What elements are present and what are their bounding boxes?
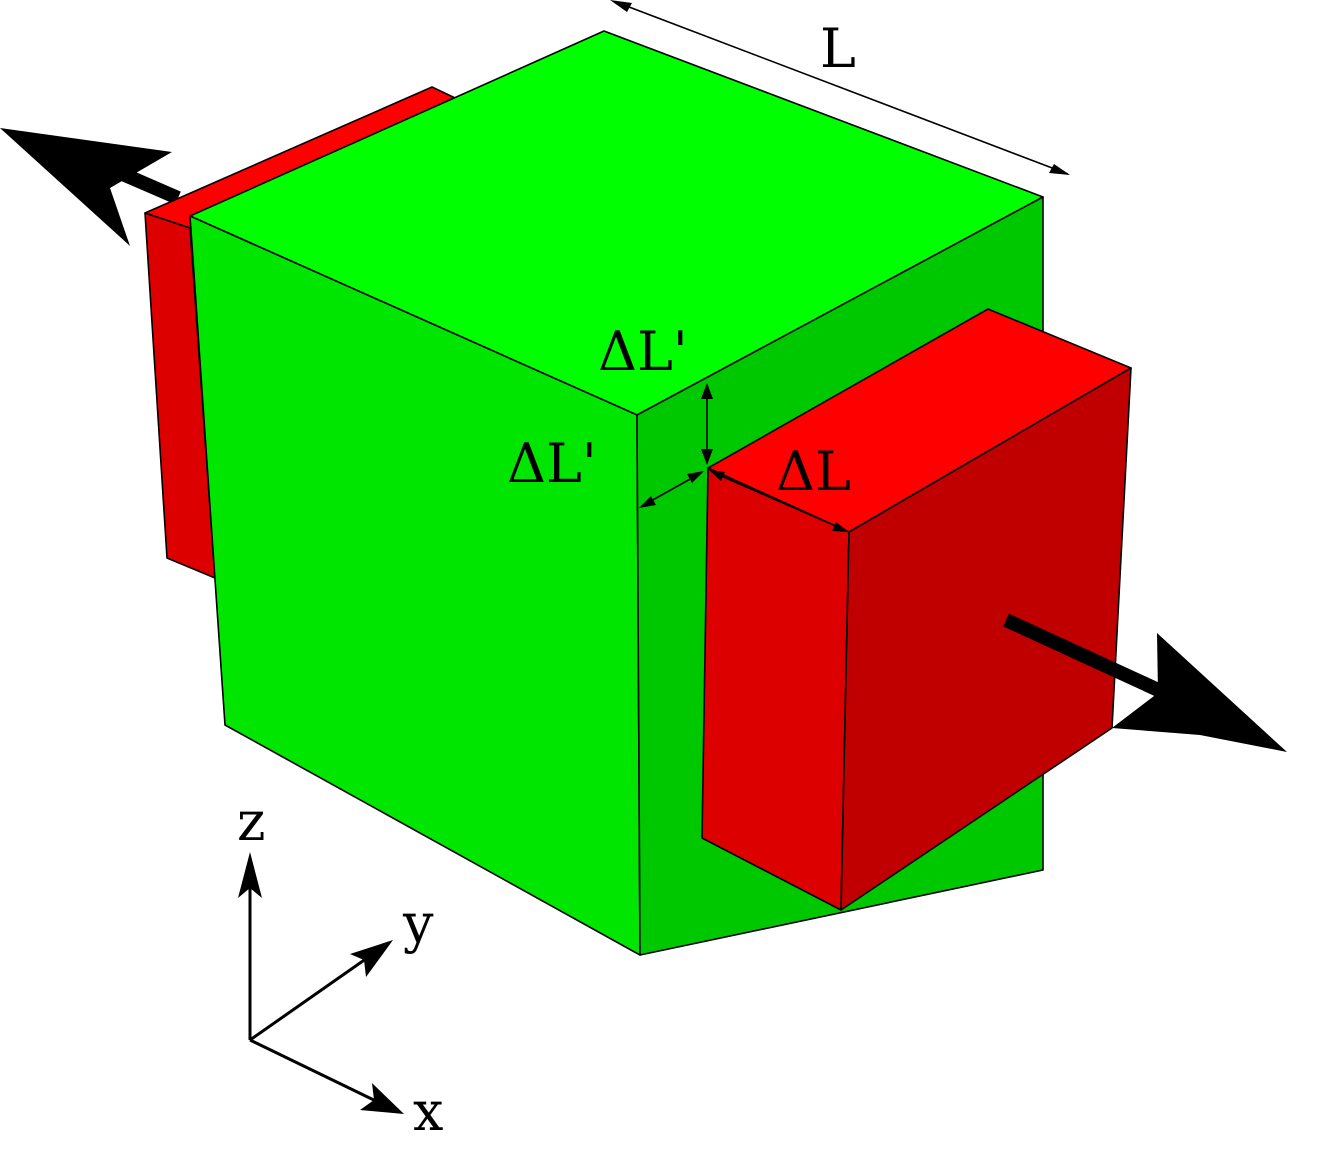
label-delta-L-prime-side: ΔL': [507, 432, 597, 495]
back-red-block: [144, 86, 473, 579]
dimension-delta-L-line: [711, 471, 846, 531]
label-delta-L: ΔL: [776, 440, 851, 503]
label-L: L: [820, 17, 856, 80]
dimension-delta-L-arrowhead-start: [709, 470, 725, 481]
x-axis-line: [249, 1038, 381, 1105]
dimension-delta-L-prime-vertical: [701, 383, 713, 465]
dimension-vertical-arrowhead-top: [701, 383, 713, 399]
dimension-L: [610, 0, 1070, 175]
y-axis-arrowhead: [350, 940, 393, 977]
dimension-L-arrowhead-start: [610, 0, 632, 12]
dimension-L-arrowhead-end: [1049, 164, 1070, 175]
left-arrow-head: [0, 128, 172, 246]
dimension-diagonal-arrowhead-start: [639, 496, 656, 508]
front-red-block: [701, 308, 1132, 911]
axis-label-z: z: [237, 790, 265, 853]
coordinate-axes: z y x: [237, 790, 443, 1143]
dimension-delta-L-arrowhead-end: [832, 522, 849, 532]
z-axis-arrowhead: [238, 852, 262, 898]
axis-label-x: x: [413, 1080, 443, 1143]
x-axis-arrowhead: [360, 1083, 404, 1114]
dimension-delta-L: [709, 470, 849, 532]
front-block-front: [701, 467, 850, 911]
dimension-vertical-arrowhead-bottom: [701, 449, 713, 465]
dimension-L-line: [615, 1, 1069, 175]
right-arrow-shaft: [1003, 613, 1183, 707]
label-delta-L-prime-top: ΔL': [598, 320, 688, 383]
right-force-arrow: [1003, 613, 1287, 752]
right-arrow-head: [1112, 633, 1287, 752]
y-axis-line: [249, 954, 371, 1042]
dimension-delta-L-prime-diagonal: [639, 471, 704, 508]
left-force-arrow: [0, 128, 181, 246]
axis-label-y: y: [402, 892, 434, 955]
dimension-diagonal-arrowhead-end: [687, 471, 704, 483]
